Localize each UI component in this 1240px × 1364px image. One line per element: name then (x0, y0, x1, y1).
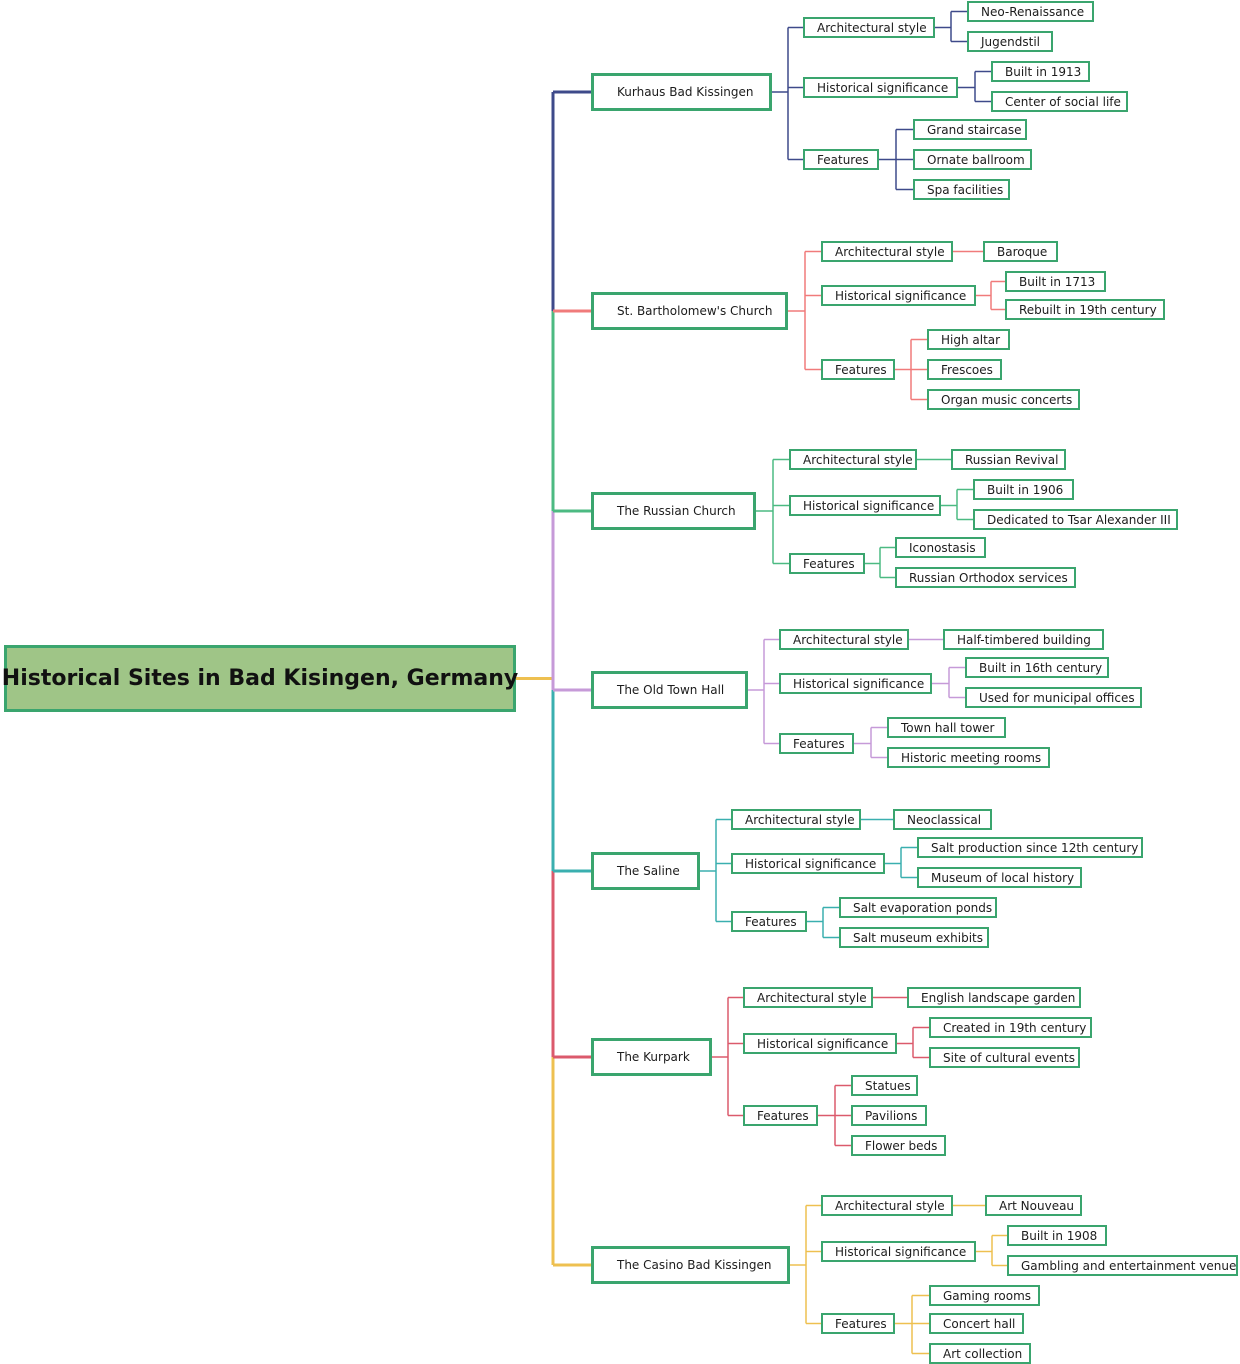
category-node[interactable]: Historical significance (821, 285, 976, 306)
detail-node[interactable]: Rebuilt in 19th century (1005, 299, 1165, 320)
category-node[interactable]: Features (803, 149, 879, 170)
branch-node[interactable]: St. Bartholomew's Church (591, 292, 788, 330)
category-node[interactable]: Architectural style (779, 629, 909, 650)
detail-node[interactable]: Jugendstil (967, 31, 1053, 52)
branch-node[interactable]: The Casino Bad Kissingen (591, 1246, 790, 1284)
detail-node[interactable]: Dedicated to Tsar Alexander III (973, 509, 1178, 530)
detail-node[interactable]: Frescoes (927, 359, 1002, 380)
detail-node[interactable]: Center of social life (991, 91, 1128, 112)
detail-node[interactable]: Gaming rooms (929, 1285, 1040, 1306)
detail-node[interactable]: Salt evaporation ponds (839, 897, 997, 918)
category-node[interactable]: Historical significance (789, 495, 941, 516)
category-node[interactable]: Historical significance (803, 77, 958, 98)
detail-node[interactable]: Salt production since 12th century (917, 837, 1143, 858)
detail-node[interactable]: Half-timbered building (943, 629, 1104, 650)
detail-node[interactable]: Art collection (929, 1343, 1031, 1364)
detail-node[interactable]: Neo-Renaissance (967, 1, 1094, 22)
category-node[interactable]: Architectural style (821, 241, 953, 262)
category-node[interactable]: Features (731, 911, 807, 932)
branch-node[interactable]: Kurhaus Bad Kissingen (591, 73, 772, 111)
detail-node[interactable]: Built in 1908 (1007, 1225, 1107, 1246)
detail-node[interactable]: Gambling and entertainment venue (1007, 1255, 1238, 1276)
detail-node[interactable]: Pavilions (851, 1105, 927, 1126)
branch-node[interactable]: The Russian Church (591, 492, 756, 530)
detail-node[interactable]: Baroque (983, 241, 1058, 262)
detail-node[interactable]: Statues (851, 1075, 918, 1096)
detail-node[interactable]: Russian Revival (951, 449, 1066, 470)
detail-node[interactable]: Organ music concerts (927, 389, 1080, 410)
category-node[interactable]: Features (743, 1105, 818, 1126)
category-node[interactable]: Architectural style (731, 809, 861, 830)
detail-node[interactable]: Concert hall (929, 1313, 1024, 1334)
category-node[interactable]: Historical significance (821, 1241, 976, 1262)
category-node[interactable]: Features (821, 1313, 895, 1334)
detail-node[interactable]: Built in 1906 (973, 479, 1074, 500)
category-node[interactable]: Architectural style (789, 449, 917, 470)
branch-node[interactable]: The Old Town Hall (591, 671, 748, 709)
detail-node[interactable]: Grand staircase (913, 119, 1027, 140)
detail-node[interactable]: Historic meeting rooms (887, 747, 1050, 768)
detail-node[interactable]: Russian Orthodox services (895, 567, 1076, 588)
detail-node[interactable]: Flower beds (851, 1135, 946, 1156)
branch-node[interactable]: The Saline (591, 852, 700, 890)
category-node[interactable]: Historical significance (731, 853, 885, 874)
category-node[interactable]: Architectural style (743, 987, 873, 1008)
category-node[interactable]: Features (779, 733, 854, 754)
detail-node[interactable]: Used for municipal offices (965, 687, 1142, 708)
root-node[interactable]: Historical Sites in Bad Kisingen, German… (2, 645, 518, 712)
detail-node[interactable]: Iconostasis (895, 537, 986, 558)
detail-node[interactable]: Art Nouveau (985, 1195, 1082, 1216)
detail-node[interactable]: Created in 19th century (929, 1017, 1092, 1038)
detail-node[interactable]: Neoclassical (893, 809, 992, 830)
category-node[interactable]: Historical significance (779, 673, 932, 694)
branch-node[interactable]: The Kurpark (591, 1038, 712, 1076)
detail-node[interactable]: Spa facilities (913, 179, 1010, 200)
category-node[interactable]: Historical significance (743, 1033, 897, 1054)
detail-node[interactable]: Museum of local history (917, 867, 1082, 888)
detail-node[interactable]: Town hall tower (887, 717, 1006, 738)
category-node[interactable]: Architectural style (821, 1195, 953, 1216)
detail-node[interactable]: Salt museum exhibits (839, 927, 989, 948)
detail-node[interactable]: Built in 16th century (965, 657, 1109, 678)
detail-node[interactable]: Ornate ballroom (913, 149, 1032, 170)
category-node[interactable]: Features (821, 359, 895, 380)
detail-node[interactable]: Built in 1713 (1005, 271, 1106, 292)
detail-node[interactable]: Site of cultural events (929, 1047, 1080, 1068)
category-node[interactable]: Architectural style (803, 17, 935, 38)
detail-node[interactable]: Built in 1913 (991, 61, 1090, 82)
detail-node[interactable]: English landscape garden (907, 987, 1081, 1008)
category-node[interactable]: Features (789, 553, 865, 574)
detail-node[interactable]: High altar (927, 329, 1010, 350)
